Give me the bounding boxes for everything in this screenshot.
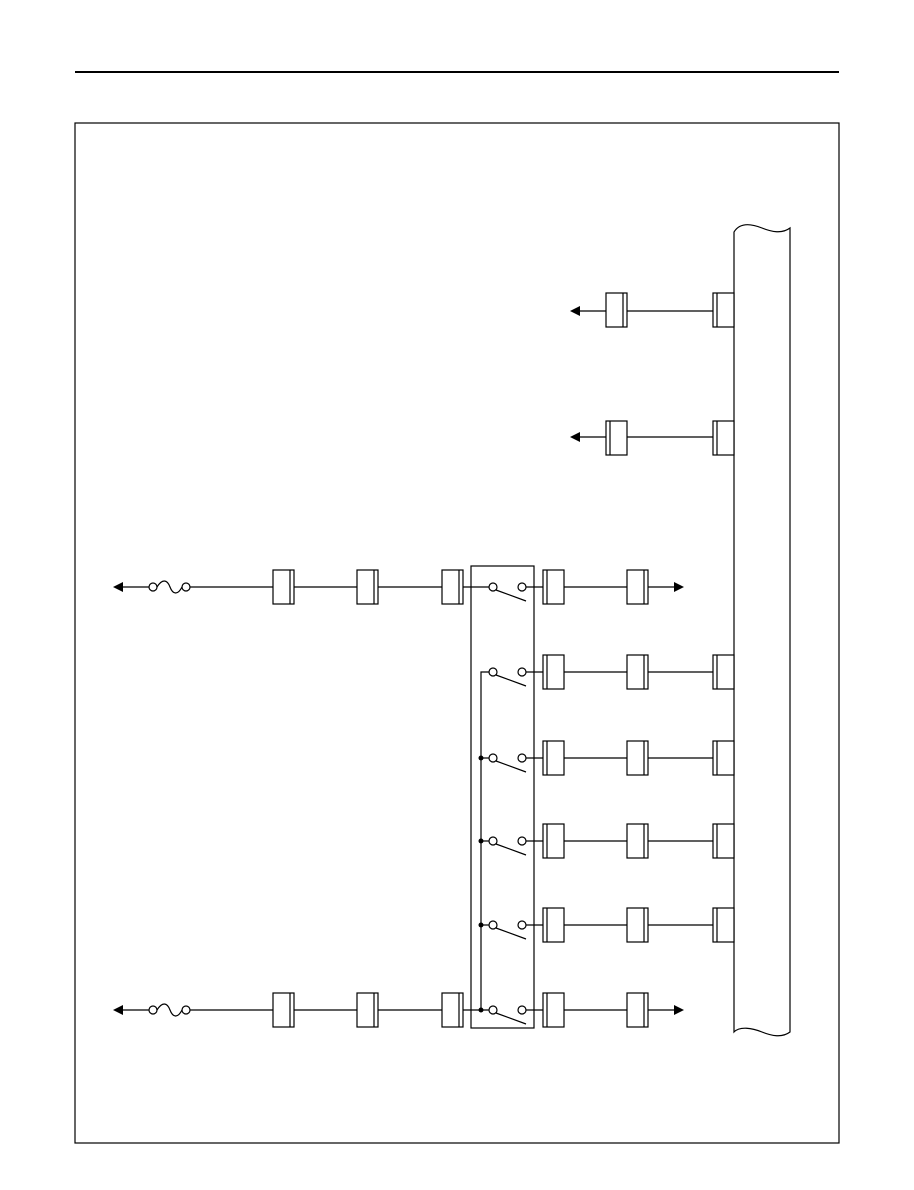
upper-circuit-2 xyxy=(570,420,735,456)
switch-row xyxy=(488,992,684,1028)
switch-icon xyxy=(488,667,527,687)
switch-row xyxy=(488,569,684,605)
connector xyxy=(626,654,649,690)
switch-icon xyxy=(488,753,527,773)
switch-block xyxy=(470,565,535,1029)
arrow-right-icon xyxy=(674,1005,684,1015)
connector xyxy=(542,654,565,690)
switch-row xyxy=(488,823,735,859)
connector xyxy=(626,907,649,943)
module-connector xyxy=(712,292,735,328)
power-feed-bottom xyxy=(113,992,481,1028)
connector xyxy=(626,569,649,605)
switch-rows xyxy=(488,569,735,1028)
connector xyxy=(441,992,464,1028)
connector xyxy=(712,907,735,943)
arrow-right-icon xyxy=(674,582,684,592)
connector xyxy=(356,569,379,605)
control-module xyxy=(733,224,791,1037)
switch-row xyxy=(488,740,735,776)
switch-icon xyxy=(488,836,527,856)
connector xyxy=(272,569,295,605)
connector xyxy=(605,292,628,328)
connector xyxy=(542,907,565,943)
module-connector xyxy=(712,420,735,456)
arrow-left-icon xyxy=(570,432,580,442)
connector xyxy=(272,992,295,1028)
connector xyxy=(542,823,565,859)
fuse-icon xyxy=(148,1003,191,1017)
arrow-left-icon xyxy=(113,1005,123,1015)
connector xyxy=(712,823,735,859)
fuse-icon xyxy=(148,580,191,594)
connector xyxy=(712,740,735,776)
diagram-frame xyxy=(74,122,840,1144)
switch-row xyxy=(488,907,735,943)
power-feed-top xyxy=(113,569,489,605)
connector xyxy=(356,992,379,1028)
switch-icon xyxy=(488,1005,527,1025)
arrow-left-icon xyxy=(113,582,123,592)
connector xyxy=(441,569,464,605)
connector xyxy=(542,740,565,776)
connector xyxy=(626,823,649,859)
arrow-left-icon xyxy=(570,306,580,316)
connector xyxy=(605,420,628,456)
upper-circuit-1 xyxy=(570,292,735,328)
connector xyxy=(626,740,649,776)
switch-icon xyxy=(488,920,527,940)
switch-icon xyxy=(488,582,527,602)
switch-row xyxy=(488,654,735,690)
connector xyxy=(542,569,565,605)
connector xyxy=(626,992,649,1028)
connector xyxy=(542,992,565,1028)
connector xyxy=(712,654,735,690)
